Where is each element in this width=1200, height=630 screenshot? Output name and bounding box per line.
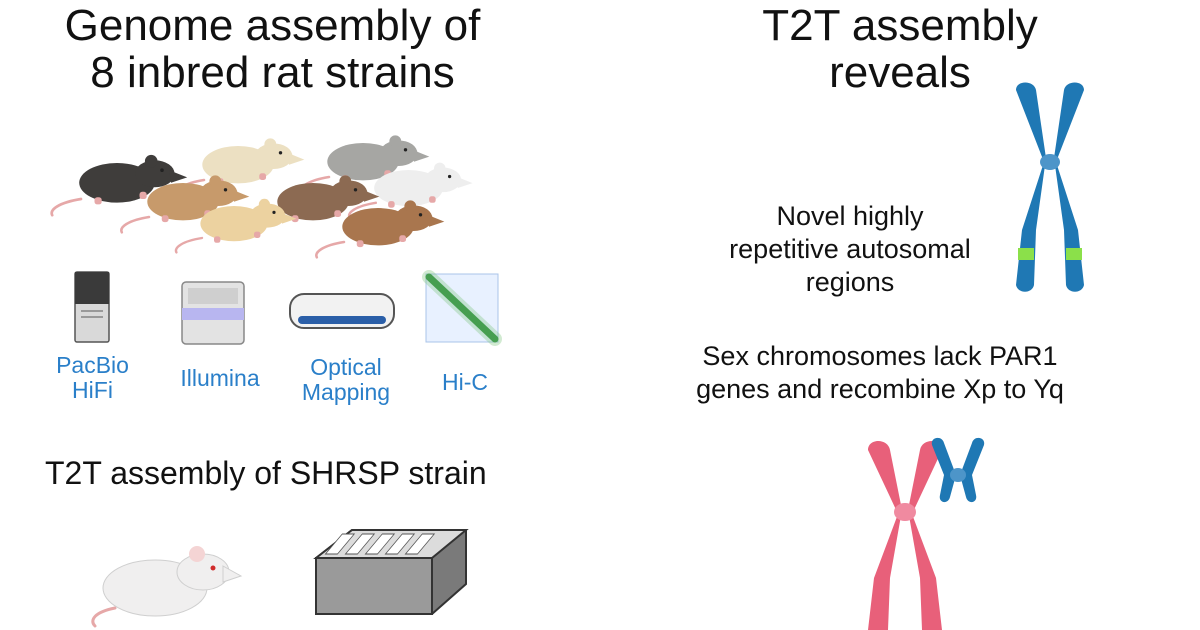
tech-label-illumina: Illumina: [160, 366, 280, 391]
right-title-line2: reveals: [829, 48, 971, 97]
finding2-line2: genes and recombine Xp to Yq: [696, 374, 1064, 404]
sequencer-icon: [74, 271, 110, 343]
left-subtitle: T2T assembly of SHRSP strain: [45, 455, 487, 491]
finding-sex-chromosomes: Sex chromosomes lack PAR1 genes and reco…: [655, 340, 1105, 406]
tech-label-optical-line1: Optical: [310, 354, 382, 380]
illumina-sequencer-icon: [181, 281, 245, 345]
finding1-line1: Novel highly: [776, 201, 924, 231]
finding1-line2: repetitive autosomal: [729, 234, 971, 264]
tech-label-pacbio: PacBio HiFi: [35, 353, 150, 403]
right-title-line1: T2T assembly: [762, 1, 1038, 50]
tech-label-hic: Hi-C: [420, 370, 510, 395]
y-chromosome-icon: [931, 437, 985, 503]
finding1-line3: regions: [805, 267, 895, 297]
left-title-line1: Genome assembly of: [64, 1, 481, 50]
left-title: Genome assembly of 8 inbred rat strains: [0, 2, 545, 96]
repeat-region-right: [1066, 248, 1082, 260]
tech-label-pacbio-line1: PacBio: [56, 352, 129, 378]
tech-label-illumina-line1: Illumina: [180, 365, 260, 391]
shrsp-rat-illustration: [91, 546, 243, 628]
finding-repetitive-regions: Novel highly repetitive autosomal region…: [690, 200, 1010, 299]
tech-label-hic-line1: Hi-C: [442, 369, 488, 395]
left-title-line2: 8 inbred rat strains: [90, 48, 455, 97]
optical-mapping-instrument-icon: [289, 293, 395, 329]
autosome-chromosome-icon: [1016, 82, 1084, 292]
right-title: T2T assembly reveals: [680, 2, 1120, 96]
rat-strains-illustration: [50, 134, 474, 259]
x-chromosome-icon: [868, 441, 942, 630]
tech-label-optical-line2: Mapping: [301, 379, 391, 405]
tech-label-optical: Optical Mapping: [282, 355, 410, 405]
repeat-region-left: [1018, 248, 1034, 260]
sequencing-chip-icon: [313, 529, 469, 615]
tech-label-pacbio-line2: HiFi: [72, 377, 113, 403]
finding2-line1: Sex chromosomes lack PAR1: [702, 341, 1058, 371]
hic-contact-map-icon: [422, 270, 502, 346]
